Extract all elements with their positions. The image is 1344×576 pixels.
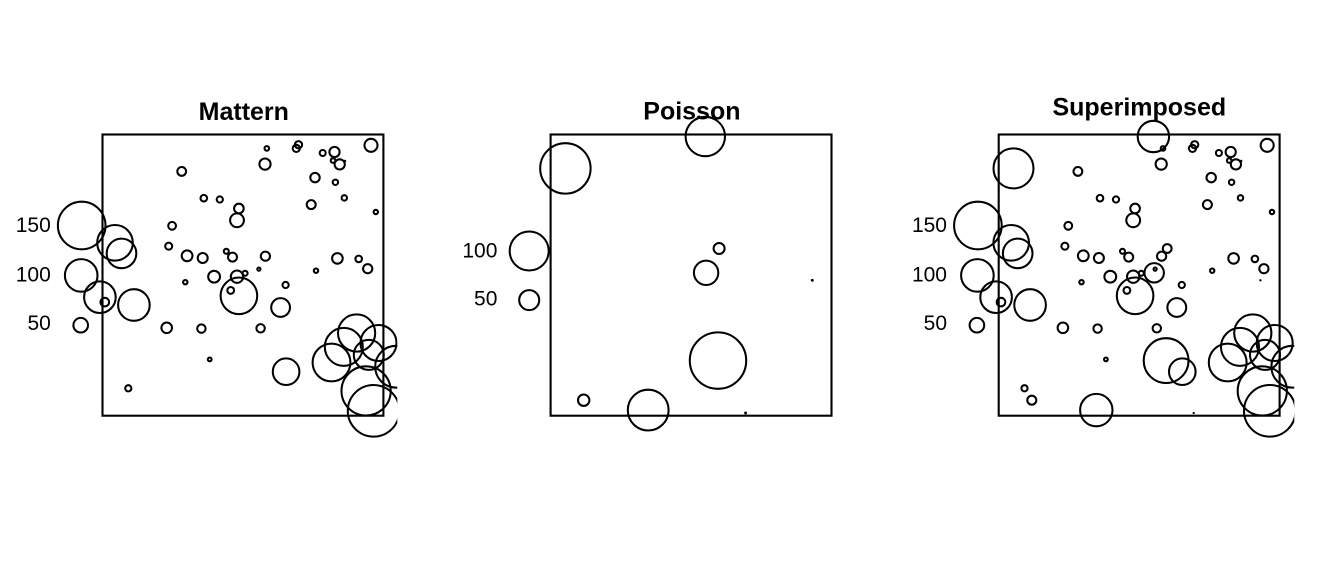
svg-text:100: 100 (912, 264, 947, 287)
svg-text:100: 100 (16, 264, 51, 287)
svg-text:100: 100 (462, 240, 497, 263)
svg-text:50: 50 (474, 288, 497, 311)
svg-text:Poisson: Poisson (643, 97, 740, 125)
svg-text:50: 50 (27, 312, 50, 335)
svg-text:150: 150 (912, 214, 947, 237)
svg-text:150: 150 (16, 214, 51, 237)
svg-text:Mattern: Mattern (199, 98, 289, 126)
svg-text:50: 50 (924, 312, 947, 335)
svg-text:Superimposed: Superimposed (1052, 94, 1226, 122)
